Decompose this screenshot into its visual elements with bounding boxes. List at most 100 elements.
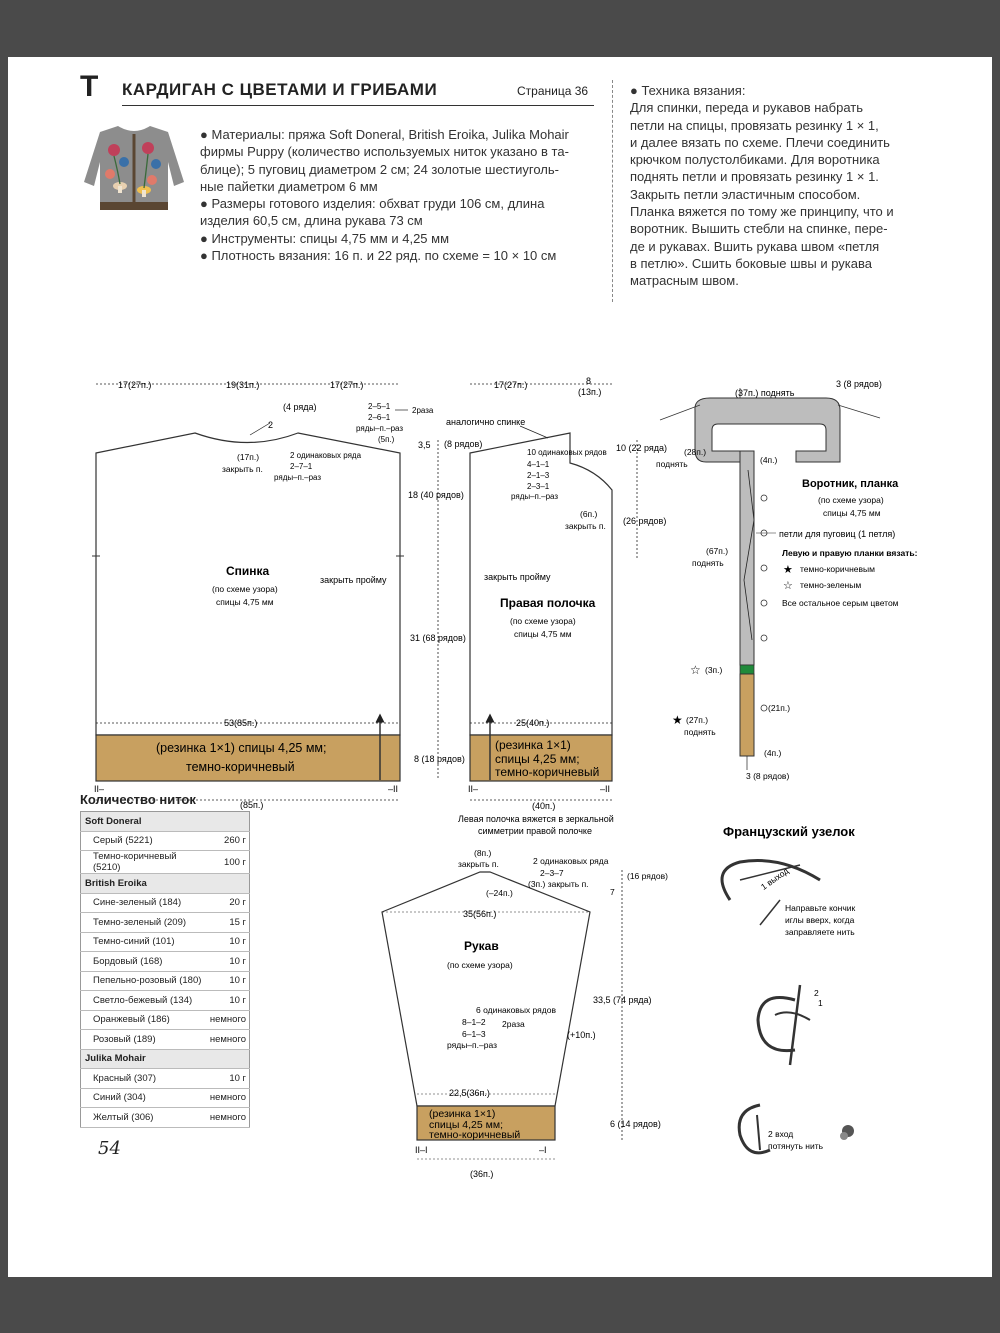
french-knot-note: Направьте кончик xyxy=(785,903,856,913)
sleeve-cap-rows: (16 рядов) xyxy=(627,871,668,881)
vdim-shoulder: 3,5 xyxy=(418,440,431,450)
yarn-color: Желтый (306) xyxy=(80,1107,207,1128)
front-mark-left: II– xyxy=(468,784,478,794)
star-filled-icon: ★ xyxy=(783,564,793,576)
collar-band-4: (4п.) xyxy=(760,455,778,465)
yarn-color: Темно-коричневый (5210) xyxy=(80,850,207,874)
yarn-amount: 15 г xyxy=(206,912,250,933)
vdim-shoulder-rows: (8 рядов) xyxy=(444,439,482,449)
sleeve-rib: (резинка 1×1) xyxy=(429,1108,495,1120)
table-row: Желтый (306)немного xyxy=(80,1107,250,1128)
sleeve-pattern: (по схеме узора) xyxy=(447,960,513,970)
technique-line: воротник. Вышить стебли на спинке, пере- xyxy=(630,221,888,237)
sleeve-inc: 6–1–3 xyxy=(462,1029,486,1039)
star-outline-icon: ☆ xyxy=(783,580,793,592)
vdim-armhole: 18 (40 рядов) xyxy=(408,490,464,500)
yarn-group-name: Soft Doneral xyxy=(80,811,250,832)
yarn-amount: немного xyxy=(206,1029,250,1050)
yarn-table-title: Количество ниток xyxy=(80,792,196,807)
yarn-amount: немного xyxy=(206,1107,250,1128)
front-rib: спицы 4,25 мм; xyxy=(495,752,580,766)
yarn-color: Темно-зеленый (209) xyxy=(80,912,207,933)
sleeve-cap-dec: 2–3–7 xyxy=(540,868,564,878)
yarn-color: Розовый (189) xyxy=(80,1029,207,1050)
back-armhole: закрыть пройму xyxy=(320,575,387,585)
yarn-amount: 10 г xyxy=(206,951,250,972)
front-rib: (резинка 1×1) xyxy=(495,738,571,752)
sleeve-cap-rows: 7 xyxy=(610,887,615,897)
yarn-color: Сине-зеленый (184) xyxy=(80,893,207,913)
yarn-amount: 100 г xyxy=(206,850,250,874)
yarn-amount: 10 г xyxy=(206,932,250,952)
yarn-amount: немного xyxy=(206,1088,250,1108)
collar-left-pick: (28п.) xyxy=(684,447,706,457)
collar-left-pick: поднять xyxy=(656,459,688,469)
sleeve-top-close: закрыть п. xyxy=(458,859,499,869)
back-neck-side: 2 одинаковых ряда xyxy=(290,451,362,460)
front-title: Правая полочка xyxy=(500,596,596,610)
legend-dark: темно-коричневым xyxy=(800,564,875,574)
back-needles: спицы 4,75 мм xyxy=(216,597,274,607)
collar-green-3: (3п.) xyxy=(705,665,723,675)
sleeve-inc: 6 одинаковых рядов xyxy=(476,1005,556,1015)
sleeve-rib-rows: 6 (14 рядов) xyxy=(610,1119,661,1129)
front-needles: спицы 4,75 мм xyxy=(514,629,572,639)
collar-band-piece xyxy=(659,388,881,770)
collar-band-pick: (67п.) xyxy=(706,546,728,556)
yarn-group-row: Julika Mohair xyxy=(80,1049,250,1069)
table-row: Светло-бежевый (134)10 г xyxy=(80,990,250,1011)
materials-line: блице); 5 пуговиц диаметром 2 см; 24 зол… xyxy=(200,161,559,177)
front-mark-right: –II xyxy=(600,784,610,794)
sleeve-top-close: (8п.) xyxy=(474,848,492,858)
french-knot-step3 xyxy=(737,1103,854,1155)
front-pattern: (по схеме узора) xyxy=(510,616,576,626)
back-mark-left: II– xyxy=(94,784,104,794)
yarn-group-row: Soft Doneral xyxy=(80,811,250,832)
technique-line: Закрыть петли эластичным способом. xyxy=(630,186,861,202)
french-knot-step1 xyxy=(720,858,821,926)
sleeve-cap-minus: (–24п.) xyxy=(486,888,513,898)
back-shoulder-dec: 2–6–1 xyxy=(368,413,391,422)
front-neck-dec: 2–1–3 xyxy=(527,471,550,480)
legend-green: темно-зеленым xyxy=(800,580,861,590)
collar-bottom-4: (4п.) xyxy=(764,748,782,758)
column-divider xyxy=(612,80,613,302)
french-knot-note: заправляете нить xyxy=(785,927,855,937)
back-neck-2: 2 xyxy=(268,420,273,430)
back-neck-side: ряды–п.–раз xyxy=(274,473,321,482)
front-neck-dec: 4–1–1 xyxy=(527,460,550,469)
technique-line: поднять петли и провязать резинку 1 × 1. xyxy=(630,169,879,185)
yarn-group-name: Julika Mohair xyxy=(80,1049,250,1069)
front-dim-top: 17(27п.) xyxy=(494,380,527,390)
french-knot-step3-label: 2 вход xyxy=(768,1129,793,1139)
collar-bottom-rows: 3 (8 рядов) xyxy=(746,771,789,781)
technique-line: и далее вязать по схеме. Плечи соединить xyxy=(630,134,890,150)
collar-pick-up: (37п.) поднять xyxy=(735,388,795,398)
yarn-color: Светло-бежевый (134) xyxy=(80,990,207,1011)
materials-line: ● Материалы: пряжа Soft Doneral, British… xyxy=(200,127,569,142)
back-neck-side: 2–7–1 xyxy=(290,462,313,471)
front-neck-dec: 2–3–1 xyxy=(527,482,550,491)
back-shoulder-times: 2раза xyxy=(412,406,434,415)
front-neck-rows: (26 рядов) xyxy=(623,516,666,526)
sleeve-cap-dec: 2 одинаковых ряда xyxy=(533,856,609,866)
star-outline-icon: ☆ xyxy=(690,663,701,677)
back-title: Спинка xyxy=(226,564,270,578)
sleeve-cap-dec: (3п.) закрыть п. xyxy=(528,879,589,889)
yarn-amount: 20 г xyxy=(206,893,250,913)
french-knot-step2 xyxy=(756,984,811,1066)
collar-star-27: (27п.) xyxy=(686,715,708,725)
tools-line: ● Инструменты: спицы 4,75 мм и 4,25 мм xyxy=(200,230,450,246)
front-cast-on: (40п.) xyxy=(532,801,555,811)
yarn-group-row: British Eroika xyxy=(80,873,250,894)
vdim-rib: 8 (18 рядов) xyxy=(414,754,465,764)
french-knot-title: Французский узелок xyxy=(723,824,855,839)
collar-title: Воротник, планка xyxy=(802,478,899,490)
gauge-line: ● Плотность вязания: 16 п. и 22 ряд. по … xyxy=(200,248,557,264)
collar-star-27: поднять xyxy=(684,727,716,737)
sleeve-rib: спицы 4,25 мм; xyxy=(429,1119,503,1131)
front-neck-dim: (13п.) xyxy=(578,387,601,397)
yarn-color: Красный (307) xyxy=(80,1068,207,1089)
technique-line: ● Техника вязания: xyxy=(630,83,746,98)
